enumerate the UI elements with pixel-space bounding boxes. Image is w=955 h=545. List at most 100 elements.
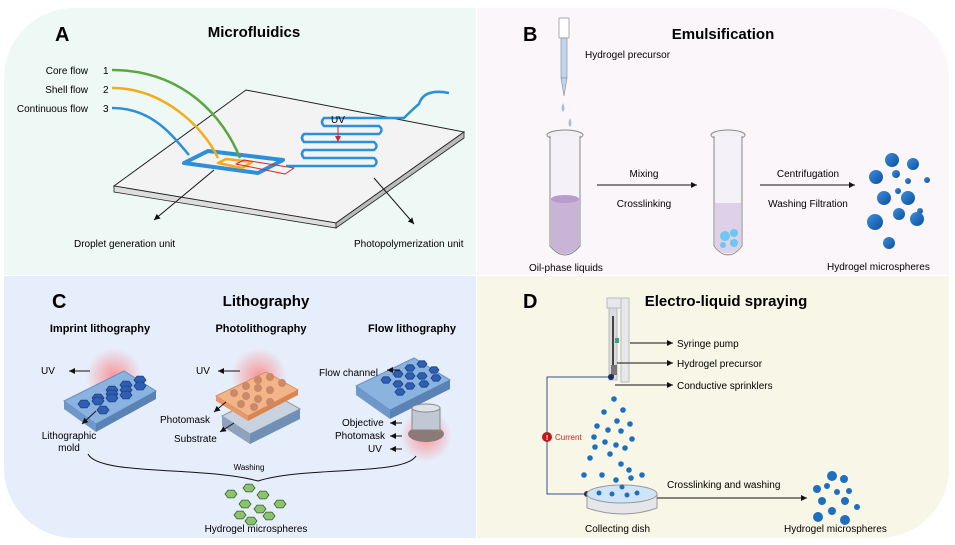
shell-flow-number: 2 [103, 85, 109, 96]
channel-particle [394, 388, 406, 396]
microsphere [895, 188, 901, 194]
microfluidic-chip [112, 89, 466, 229]
microsphere [869, 170, 883, 184]
uv-label-imprint: UV [41, 366, 55, 377]
flow-uv-label: UV [368, 444, 382, 455]
microsphere [924, 177, 930, 183]
objective-label: Objective [342, 418, 384, 429]
spray-droplet [627, 421, 633, 427]
spray-droplet [622, 445, 628, 451]
photomask-hole [237, 400, 245, 408]
method-imprint: Imprint lithography [50, 323, 151, 335]
method-photolithography: Photolithography [215, 323, 307, 335]
objective-lens [408, 403, 444, 442]
photomask-hole [250, 403, 258, 411]
substrate-arrow [219, 422, 235, 433]
crosslink-label: Crosslinking and washing [667, 480, 780, 491]
spray-droplet [626, 467, 632, 473]
spray-droplet [629, 436, 635, 442]
microsphere [907, 158, 919, 170]
washing-filtration-label: Washing Filtration [768, 199, 848, 210]
channel-particle [418, 380, 430, 388]
mold-cavities [77, 375, 147, 415]
mold-cavity [77, 399, 91, 409]
centrifugation-label: Centrifugation [777, 169, 839, 180]
microsphere [828, 507, 836, 515]
shell-flow-label: Shell flow [45, 85, 89, 96]
uv-label-photo: UV [196, 366, 210, 377]
photomask-arrow [213, 401, 227, 413]
product-label: Hydrogel microspheres [827, 262, 930, 273]
photomask-hole [230, 389, 238, 397]
photomask-hole [266, 398, 274, 406]
spray-droplet [602, 439, 608, 445]
crosslinking-label: Crosslinking [617, 199, 671, 210]
mold-cavity [96, 405, 110, 415]
spray-droplet [613, 477, 619, 483]
microsphere [846, 488, 852, 494]
flow-channel-label: Flow channel [319, 368, 378, 379]
mold-cavity [133, 381, 147, 391]
photomask-holes [230, 373, 286, 411]
microsphere [818, 497, 826, 505]
channel-particle [380, 376, 392, 384]
microsphere [834, 489, 840, 495]
photomask-hole [254, 395, 262, 403]
photomask-hole [254, 376, 262, 384]
channel-particle [416, 360, 428, 368]
panel-lithography: C Lithography Imprint lithography Photol… [4, 276, 476, 538]
photomask-hole [242, 392, 250, 400]
channel-particle [404, 382, 416, 390]
microsphere [824, 483, 830, 489]
spray-droplet [628, 475, 634, 481]
substrate-label: Substrate [174, 434, 217, 445]
channel-particle [430, 374, 442, 382]
panel-emulsification: B Emulsification Hydrogel precursor Oil-… [477, 8, 949, 275]
spray-droplet [601, 409, 607, 415]
panel-title: Microfluidics [208, 24, 301, 41]
hydrogel-hexagon [253, 504, 267, 514]
hydrogel-hexagon [273, 499, 287, 509]
photomask-hole [278, 379, 286, 387]
panel-letter: C [52, 291, 66, 313]
spray-droplets [581, 396, 645, 483]
test-tube-oil [546, 129, 584, 256]
channel-particle [404, 372, 416, 380]
droplet-generation-channel [182, 149, 295, 175]
current-icon-glyph: ! [546, 435, 548, 442]
mold-cavity [119, 390, 133, 400]
channel-particle [428, 366, 440, 374]
microsphere [827, 471, 837, 481]
uv-label: UV [331, 115, 345, 126]
spray-droplet [605, 427, 611, 433]
mold-cavity [91, 396, 105, 406]
spray-droplet [611, 396, 617, 402]
core-flow-label: Core flow [46, 66, 89, 77]
hydrogel-hexagon [256, 490, 270, 500]
dish-label: Collecting dish [585, 524, 650, 535]
hydrogel-hexagon [242, 483, 256, 493]
panel-microfluidics: A Microfluidics Core flow 1 Shell flow 2… [4, 8, 476, 275]
photomask-hole [266, 386, 274, 394]
photo-unit-arrow [373, 177, 415, 225]
spray-droplet [594, 423, 600, 429]
panel-electrospraying: D Electro-liquid spraying Syringe pump H… [477, 276, 949, 538]
microsphere [905, 178, 911, 184]
hydrogel-hexagon-particles [224, 483, 287, 526]
spray-droplet [613, 442, 619, 448]
serpentine-channel [286, 90, 450, 168]
spray-droplet [599, 472, 605, 478]
syringe-pump-icon [606, 297, 630, 383]
spray-droplet [614, 418, 620, 424]
hydrogel-hexagon [244, 516, 258, 526]
panel-letter: B [523, 24, 537, 46]
photomask-hole [254, 384, 262, 392]
microsphere [885, 153, 899, 167]
nozzle-contact [608, 374, 614, 380]
channel-particle [392, 370, 404, 378]
channel-particle [416, 372, 428, 380]
photomask-label: Photomask [160, 415, 211, 426]
microsphere [910, 212, 924, 226]
panel-title: Electro-liquid spraying [645, 293, 808, 310]
mold-label-2: mold [58, 443, 80, 454]
